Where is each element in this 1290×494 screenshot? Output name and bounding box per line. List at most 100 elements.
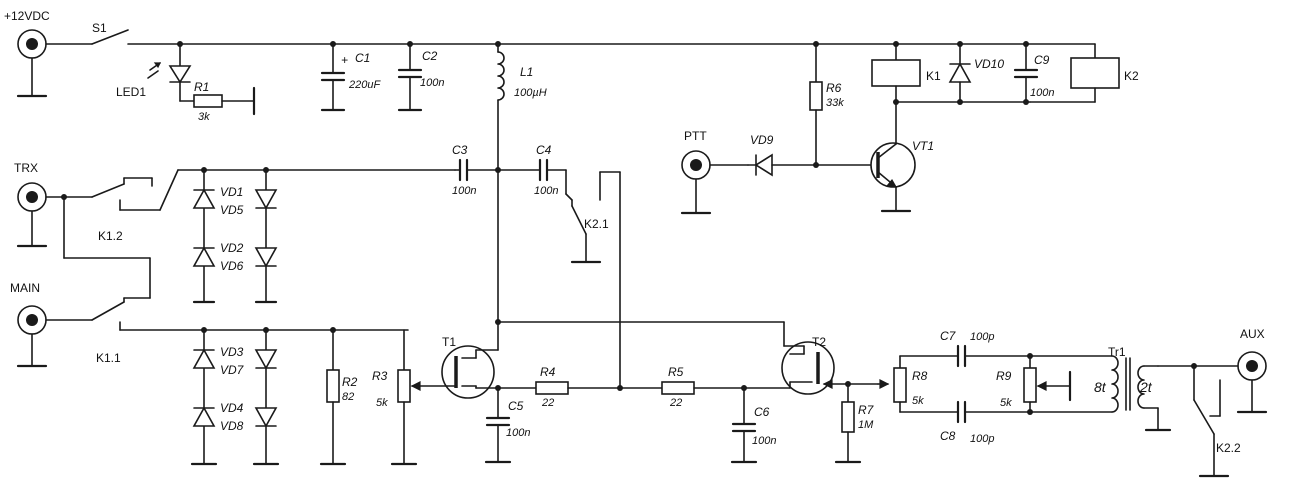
c3-value: 100n bbox=[452, 185, 476, 197]
transistor-vt1 bbox=[870, 101, 916, 213]
main-connector bbox=[16, 305, 93, 368]
r6-value: 33k bbox=[826, 97, 844, 109]
k12-label: K1.2 bbox=[98, 229, 123, 243]
l1-ref: L1 bbox=[520, 65, 533, 79]
r4-value: 22 bbox=[541, 397, 554, 409]
capacitor-c8 bbox=[956, 400, 1031, 424]
switch-k2-2 bbox=[1193, 365, 1230, 478]
trx-connector bbox=[16, 182, 93, 248]
r5-ref: R5 bbox=[668, 365, 684, 379]
junction bbox=[957, 99, 963, 105]
switch-k2-1 bbox=[565, 169, 621, 389]
inductor-l1 bbox=[497, 43, 505, 323]
junction bbox=[957, 41, 963, 47]
r3-ref: R3 bbox=[372, 369, 388, 383]
t2-ref: T2 bbox=[812, 335, 826, 349]
vd10-ref: VD10 bbox=[974, 57, 1004, 71]
k2-ref: K2 bbox=[1124, 69, 1139, 83]
r1-value: 3k bbox=[198, 111, 210, 123]
junction bbox=[495, 167, 501, 173]
switch-s1-label: S1 bbox=[92, 21, 107, 35]
c1-polarity: + bbox=[341, 53, 348, 67]
r1-ref: R1 bbox=[194, 80, 209, 94]
l1-value: 100µH bbox=[514, 87, 547, 99]
junction bbox=[61, 194, 67, 200]
junction bbox=[495, 41, 501, 47]
vd1-ref: VD1 bbox=[220, 185, 243, 199]
junction bbox=[201, 327, 207, 333]
junction bbox=[330, 327, 336, 333]
transformer-tr1 bbox=[1029, 355, 1195, 432]
switch-s1 bbox=[45, 29, 181, 45]
vd7-ref: VD7 bbox=[220, 363, 245, 377]
tr1-primary: 8t bbox=[1094, 379, 1107, 395]
led1 bbox=[147, 43, 192, 102]
c6-ref: C6 bbox=[754, 405, 770, 419]
c8-value: 100p bbox=[970, 433, 994, 445]
vd2-ref: VD2 bbox=[220, 241, 244, 255]
led1-label: LED1 bbox=[116, 85, 146, 99]
aux-connector bbox=[1193, 351, 1268, 414]
capacitor-c4 bbox=[538, 158, 567, 182]
r7-value: 1M bbox=[858, 419, 874, 431]
junction bbox=[1023, 99, 1029, 105]
junction bbox=[407, 41, 413, 47]
relay-k1-coil bbox=[871, 43, 1031, 103]
c7-value: 100p bbox=[970, 331, 994, 343]
r3-value: 5k bbox=[376, 397, 388, 409]
k11-label: K1.1 bbox=[96, 351, 121, 365]
c3-ref: C3 bbox=[452, 143, 468, 157]
diode-clamp-lower bbox=[190, 329, 280, 466]
resistor-r7 bbox=[834, 383, 862, 464]
junction bbox=[813, 162, 819, 168]
junction bbox=[495, 385, 501, 391]
c1-ref: C1 bbox=[355, 51, 370, 65]
capacitor-c3 bbox=[454, 158, 541, 182]
r2-ref: R2 bbox=[342, 375, 358, 389]
capacitor-c1 bbox=[320, 43, 346, 112]
tr1-ref: Tr1 bbox=[1108, 345, 1126, 359]
c5-ref: C5 bbox=[508, 399, 524, 413]
junction bbox=[741, 385, 747, 391]
ptt-connector bbox=[680, 150, 749, 215]
c7-ref: C7 bbox=[940, 329, 957, 343]
vd4-ref: VD4 bbox=[220, 401, 244, 415]
c6-value: 100n bbox=[752, 435, 776, 447]
vd5-ref: VD5 bbox=[220, 203, 244, 217]
vd9-ref: VD9 bbox=[750, 133, 774, 147]
junction bbox=[813, 41, 819, 47]
junction bbox=[263, 327, 269, 333]
junction bbox=[177, 41, 183, 47]
r9-value: 5k bbox=[1000, 397, 1012, 409]
r8-ref: R8 bbox=[912, 369, 928, 383]
junction bbox=[893, 41, 899, 47]
transistor-t2 bbox=[781, 341, 879, 395]
main-label: MAIN bbox=[10, 281, 40, 295]
r2-value: 82 bbox=[342, 391, 354, 403]
potentiometer-r8 bbox=[877, 355, 959, 413]
junction bbox=[1023, 41, 1029, 47]
transistor-t1 bbox=[441, 321, 537, 399]
t1-ref: T1 bbox=[442, 335, 456, 349]
vd6-ref: VD6 bbox=[220, 259, 244, 273]
junction bbox=[330, 41, 336, 47]
capacitor-c6 bbox=[730, 387, 758, 464]
potentiometer-r3 bbox=[390, 329, 447, 466]
c9-value: 100n bbox=[1030, 87, 1054, 99]
junction bbox=[617, 385, 623, 391]
switch-k1-2 bbox=[63, 169, 456, 299]
trx-label: TRX bbox=[14, 161, 38, 175]
junction bbox=[495, 319, 501, 325]
resistor-r5 bbox=[661, 381, 791, 395]
c8-ref: C8 bbox=[940, 429, 956, 443]
r6-ref: R6 bbox=[826, 81, 842, 95]
r5-value: 22 bbox=[669, 397, 682, 409]
capacitor-c9 bbox=[1013, 43, 1039, 103]
r9-ref: R9 bbox=[996, 369, 1012, 383]
potentiometer-r9 bbox=[1023, 355, 1072, 413]
tr1-secondary: 2t bbox=[1139, 379, 1153, 395]
resistor-r6 bbox=[809, 43, 823, 166]
junction bbox=[201, 167, 207, 173]
capacitor-c5 bbox=[484, 387, 512, 464]
junction bbox=[263, 167, 269, 173]
